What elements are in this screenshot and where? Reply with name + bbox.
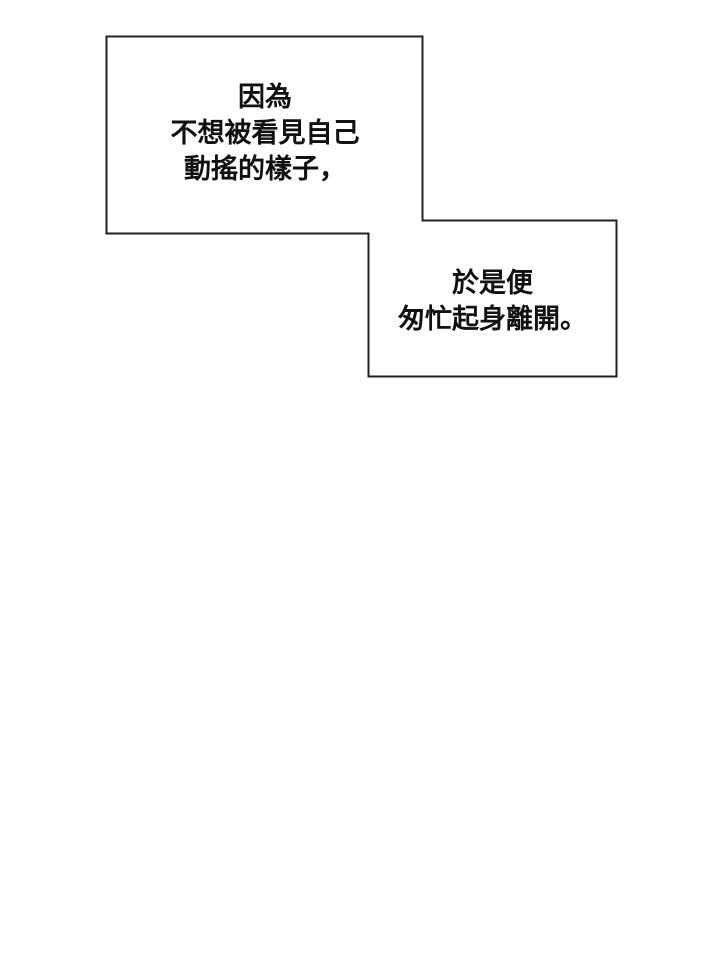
caption-line: 不想被看見自己 xyxy=(170,118,360,149)
caption-box-2: 於是便 匆忙起身離開。 xyxy=(375,266,610,338)
caption-line: 匆忙起身離開。 xyxy=(398,304,587,335)
caption-line: 因為 xyxy=(238,82,292,113)
caption-line: 動搖的樣子， xyxy=(184,154,346,185)
caption-line: 於是便 xyxy=(452,268,533,299)
caption-box-1: 因為 不想被看見自己 動搖的樣子， xyxy=(115,80,415,188)
